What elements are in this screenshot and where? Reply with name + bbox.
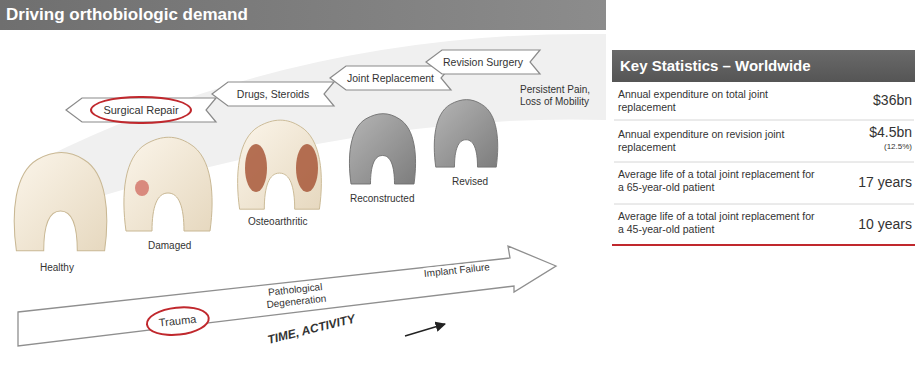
row-separator — [614, 204, 914, 205]
table-header: Key Statistics – Worldwide — [620, 57, 811, 74]
title: Driving orthobiologic demand — [0, 0, 606, 30]
treatment-label: Drugs, Steroids — [237, 88, 309, 100]
damaged-knee — [124, 137, 212, 231]
arrow-shape: Revision Surgery — [426, 50, 540, 74]
surgical-repair-label: Surgical Repair — [90, 96, 191, 125]
treatment-label: Revision Surgery — [443, 56, 523, 68]
outcome-label: Persistent Pain, Loss of Mobility — [520, 84, 610, 108]
row-separator — [614, 120, 914, 121]
table-header-band: Key Statistics – Worldwide — [612, 50, 915, 82]
axis-label: TIME, ACTIVITY — [266, 313, 356, 348]
row-separator — [614, 162, 914, 163]
arrow-shape: Surgical Repair — [66, 98, 216, 122]
title-bar: Driving orthobiologic demand — [0, 0, 606, 30]
table-cell: Average life of a total joint replacemen… — [618, 168, 818, 193]
time-arrow-shape: TraumaPathological DegenerationImplant F… — [0, 240, 560, 390]
healthy-knee — [14, 152, 107, 250]
table-cell: Annual expenditure on revision joint rep… — [618, 128, 818, 153]
table-value-note: (12.5%) — [830, 142, 912, 152]
osteoarthritic-knee — [238, 120, 322, 209]
joint-label: Healthy — [40, 262, 74, 274]
table-cell: Average life of a total joint replacemen… — [618, 210, 818, 235]
cartilage-lesion — [135, 180, 149, 196]
table-value: $4.5bn — [830, 124, 912, 141]
joint-label: Osteoarthritic — [248, 216, 307, 228]
joint-label: Reconstructed — [350, 193, 414, 205]
table-value: 17 years — [830, 174, 912, 191]
table-value: $36bn — [830, 92, 912, 109]
table-cell: Annual expenditure on total joint replac… — [618, 88, 818, 113]
degeneration-patch — [245, 144, 267, 192]
arrow-outline — [212, 82, 334, 106]
treatment-label: Joint Replacement — [347, 72, 434, 84]
arrow-shape: Drugs, Steroids — [212, 82, 334, 106]
joint-label: Revised — [452, 176, 488, 188]
arrow-shape: Joint Replacement — [330, 66, 451, 90]
degeneration-patch — [296, 144, 318, 192]
arrow-outline — [330, 66, 451, 90]
arrow-outline — [426, 50, 540, 74]
revised-knee — [434, 100, 497, 167]
joint-label: Damaged — [148, 240, 191, 252]
reconstructed-knee — [349, 114, 415, 184]
time-arrow — [405, 324, 445, 336]
table-value: 10 years — [830, 216, 912, 233]
table-rule — [612, 244, 915, 246]
